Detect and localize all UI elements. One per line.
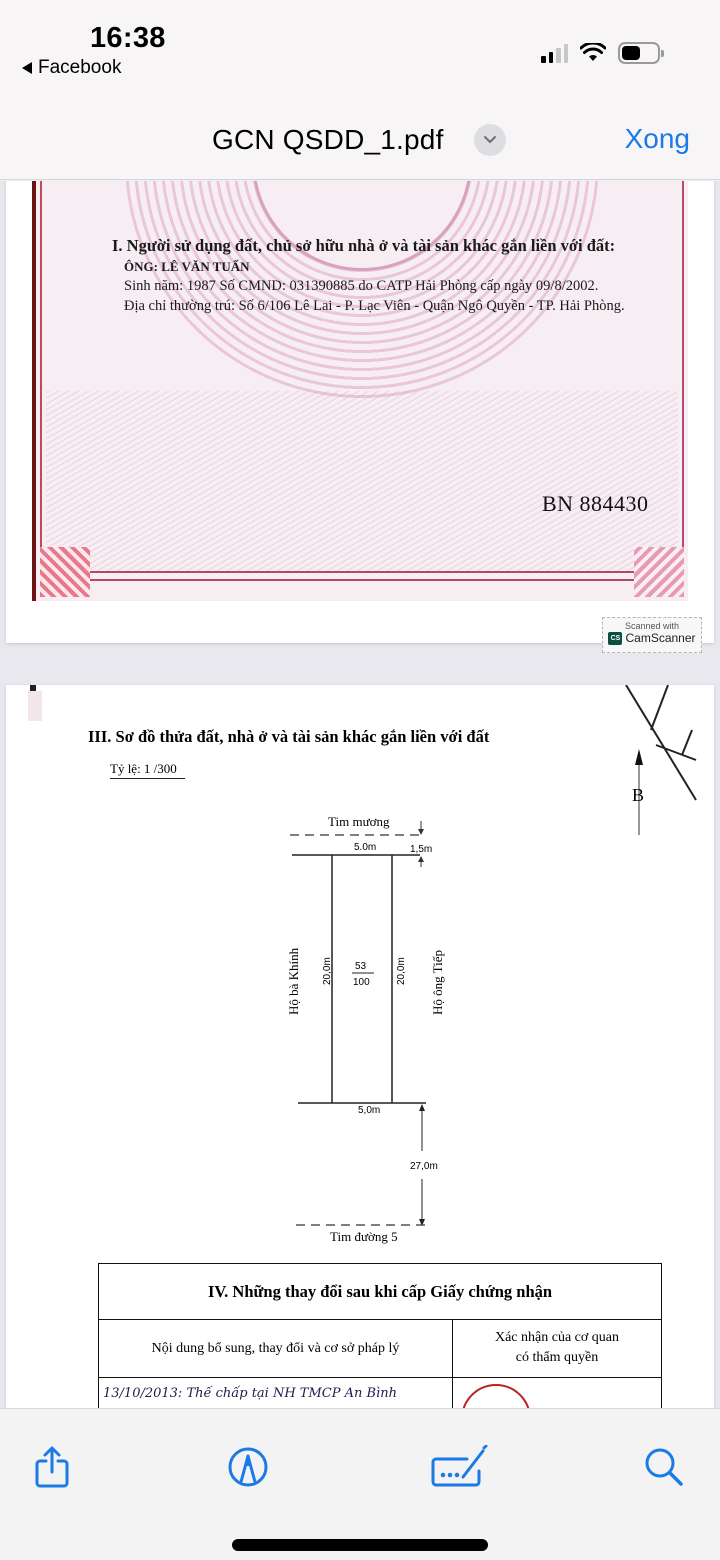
home-indicator[interactable] xyxy=(232,1539,488,1551)
navigation-bar: GCN QSDD_1.pdf Xong xyxy=(0,90,720,180)
north-label: B xyxy=(632,785,644,805)
svg-text:Tim mương: Tim mương xyxy=(328,814,390,829)
table-row: 13/10/2013: Thế chấp tại NH TMCP An Bình xyxy=(99,1378,661,1408)
corner-ornament xyxy=(634,547,684,597)
column-header-confirm: Xác nhận của cơ quan có thẩm quyền xyxy=(494,1330,619,1365)
corner-ornament xyxy=(40,547,90,597)
owner-birth-id: Sinh năm: 1987 Số CMND: 031390885 do CAT… xyxy=(124,278,599,294)
changes-table: IV. Những thay đổi sau khi cấp Giấy chứn… xyxy=(98,1263,662,1408)
clock: 16:38 xyxy=(90,22,166,54)
changes-table-title: IV. Những thay đổi sau khi cấp Giấy chứn… xyxy=(99,1264,661,1320)
share-icon xyxy=(35,1446,69,1488)
done-button[interactable]: Xong xyxy=(624,123,690,154)
guilloche-pattern xyxy=(46,391,678,571)
svg-text:1,5m: 1,5m xyxy=(410,844,432,855)
owner-name: ÔNG: LÊ VĂN TUẤN xyxy=(124,259,250,274)
certificate-scan: I. Người sử dụng đất, chủ sở hữu nhà ở v… xyxy=(32,181,688,601)
back-app-label: Facebook xyxy=(38,57,122,78)
system-icons xyxy=(541,42,664,64)
svg-text:Hộ bà Khính: Hộ bà Khính xyxy=(286,947,301,1015)
svg-text:100: 100 xyxy=(353,977,370,988)
pdf-viewport[interactable]: I. Người sử dụng đất, chủ sở hữu nhà ở v… xyxy=(0,181,720,1408)
owner-section-heading: I. Người sử dụng đất, chủ sở hữu nhà ở v… xyxy=(112,236,616,255)
diagram-scale: Tỷ lệ: 1 /300 xyxy=(110,761,185,779)
changes-table-header: Nội dung bổ sung, thay đổi và cơ sở pháp… xyxy=(99,1320,661,1378)
change-entry: 13/10/2013: Thế chấp tại NH TMCP An Bình xyxy=(99,1378,453,1408)
certificate-serial: BN 884430 xyxy=(542,491,649,516)
svg-text:20,0m: 20,0m xyxy=(322,957,333,985)
svg-text:53: 53 xyxy=(355,961,367,972)
pdf-page-1: I. Người sử dụng đất, chủ sở hữu nhà ở v… xyxy=(6,181,714,653)
search-button[interactable] xyxy=(640,1443,688,1491)
owner-address: Địa chỉ thường trú: Số 6/106 Lê Lai - P.… xyxy=(124,298,625,314)
bottom-toolbar xyxy=(0,1408,720,1560)
camscanner-logo-icon: CS xyxy=(608,631,623,645)
back-to-app-button[interactable]: Facebook xyxy=(22,57,121,79)
battery-icon xyxy=(618,42,664,64)
land-parcel-diagram: B Tim mương 1,5m 5.0m 5,0m 20,0m 20,0m 5… xyxy=(28,685,697,1244)
svg-text:Tim đường 5: Tim đường 5 xyxy=(330,1229,398,1244)
column-header-content: Nội dung bổ sung, thay đổi và cơ sở pháp… xyxy=(99,1320,453,1377)
share-button[interactable] xyxy=(28,1443,76,1491)
markup-icon xyxy=(228,1447,268,1487)
svg-text:27,0m: 27,0m xyxy=(410,1161,438,1172)
fill-sign-icon xyxy=(431,1445,488,1487)
owner-section: I. Người sử dụng đất, chủ sở hữu nhà ở v… xyxy=(112,236,625,315)
document-title[interactable]: GCN QSDD_1.pdf xyxy=(212,124,444,155)
svg-text:Hộ ông Tiếp: Hộ ông Tiếp xyxy=(430,950,445,1015)
wifi-icon xyxy=(580,43,606,61)
diagram-section-heading: III. Sơ đồ thửa đất, nhà ở và tài sản kh… xyxy=(88,727,490,746)
camscanner-watermark: Scanned with CS CamScanner xyxy=(602,617,702,653)
chevron-down-icon xyxy=(484,136,496,144)
back-triangle-icon xyxy=(22,62,32,74)
fill-and-sign-button[interactable] xyxy=(430,1443,490,1491)
pdf-page-2: III. Sơ đồ thửa đất, nhà ở và tài sản kh… xyxy=(6,685,714,1408)
markup-button[interactable] xyxy=(224,1443,272,1491)
title-menu-button[interactable] xyxy=(474,124,506,156)
svg-text:5.0m: 5.0m xyxy=(354,842,376,853)
svg-text:5,0m: 5,0m xyxy=(358,1105,380,1116)
search-icon xyxy=(645,1448,683,1486)
svg-text:20,0m: 20,0m xyxy=(396,957,407,985)
status-bar: 16:38 Facebook xyxy=(0,0,720,90)
cellular-signal-icon xyxy=(541,43,568,63)
